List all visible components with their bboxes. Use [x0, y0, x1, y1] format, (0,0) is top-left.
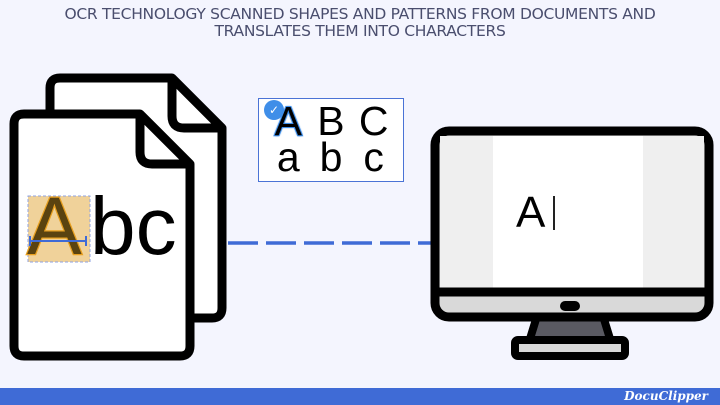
text-cursor [553, 196, 555, 230]
lowercase-row: a b c [259, 137, 403, 178]
dashed-connector [228, 241, 434, 245]
measurement-line [29, 236, 87, 246]
char-upper-a: A [274, 98, 303, 144]
recognized-characters-box: ✓ A B C a b c [258, 98, 404, 182]
char-lower-c: c [363, 134, 384, 180]
highlighted-character: A [26, 181, 83, 272]
check-icon: ✓ [264, 100, 284, 120]
desktop-monitor-icon [430, 126, 714, 360]
footer-bar: DocuClipper [0, 388, 720, 405]
page-title: OCR TECHNOLOGY SCANNED SHAPES AND PATTER… [0, 6, 720, 40]
char-upper-b: B [317, 98, 345, 144]
document-text: bc [90, 181, 177, 272]
documents-icon [9, 73, 227, 361]
screen-text: A [516, 188, 546, 237]
char-lower-b: b [319, 134, 343, 180]
uppercase-row: A B C [259, 98, 403, 144]
title-line-2: TRANSLATES THEM INTO CHARACTERS [214, 22, 506, 40]
char-lower-a: a [276, 134, 300, 180]
brand-logo: DocuClipper [624, 389, 708, 403]
char-upper-c: C [358, 98, 389, 144]
title-line-1: OCR TECHNOLOGY SCANNED SHAPES AND PATTER… [64, 5, 656, 23]
